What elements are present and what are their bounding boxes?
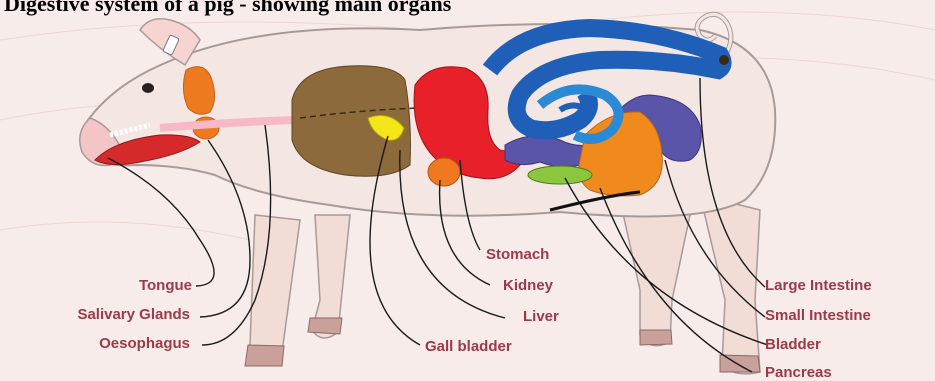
diagram-title: Digestive system of a pig - showing main… <box>4 0 451 17</box>
label-liver: Liver <box>523 308 559 326</box>
label-kidney: Kidney <box>503 277 553 295</box>
bladder-shape <box>528 166 592 184</box>
label-pancreas: Pancreas <box>765 364 832 381</box>
label-small-intestine: Small Intestine <box>765 307 871 325</box>
kidney-shape <box>428 158 460 186</box>
label-salivary-glands: Salivary Glands <box>30 306 190 324</box>
label-large-intestine: Large Intestine <box>765 277 872 295</box>
label-oesophagus: Oesophagus <box>60 335 190 353</box>
label-bladder: Bladder <box>765 336 821 354</box>
label-tongue: Tongue <box>120 277 192 295</box>
label-gall-bladder: Gall bladder <box>425 338 512 356</box>
label-stomach: Stomach <box>486 246 549 264</box>
pig-eye <box>142 83 154 93</box>
